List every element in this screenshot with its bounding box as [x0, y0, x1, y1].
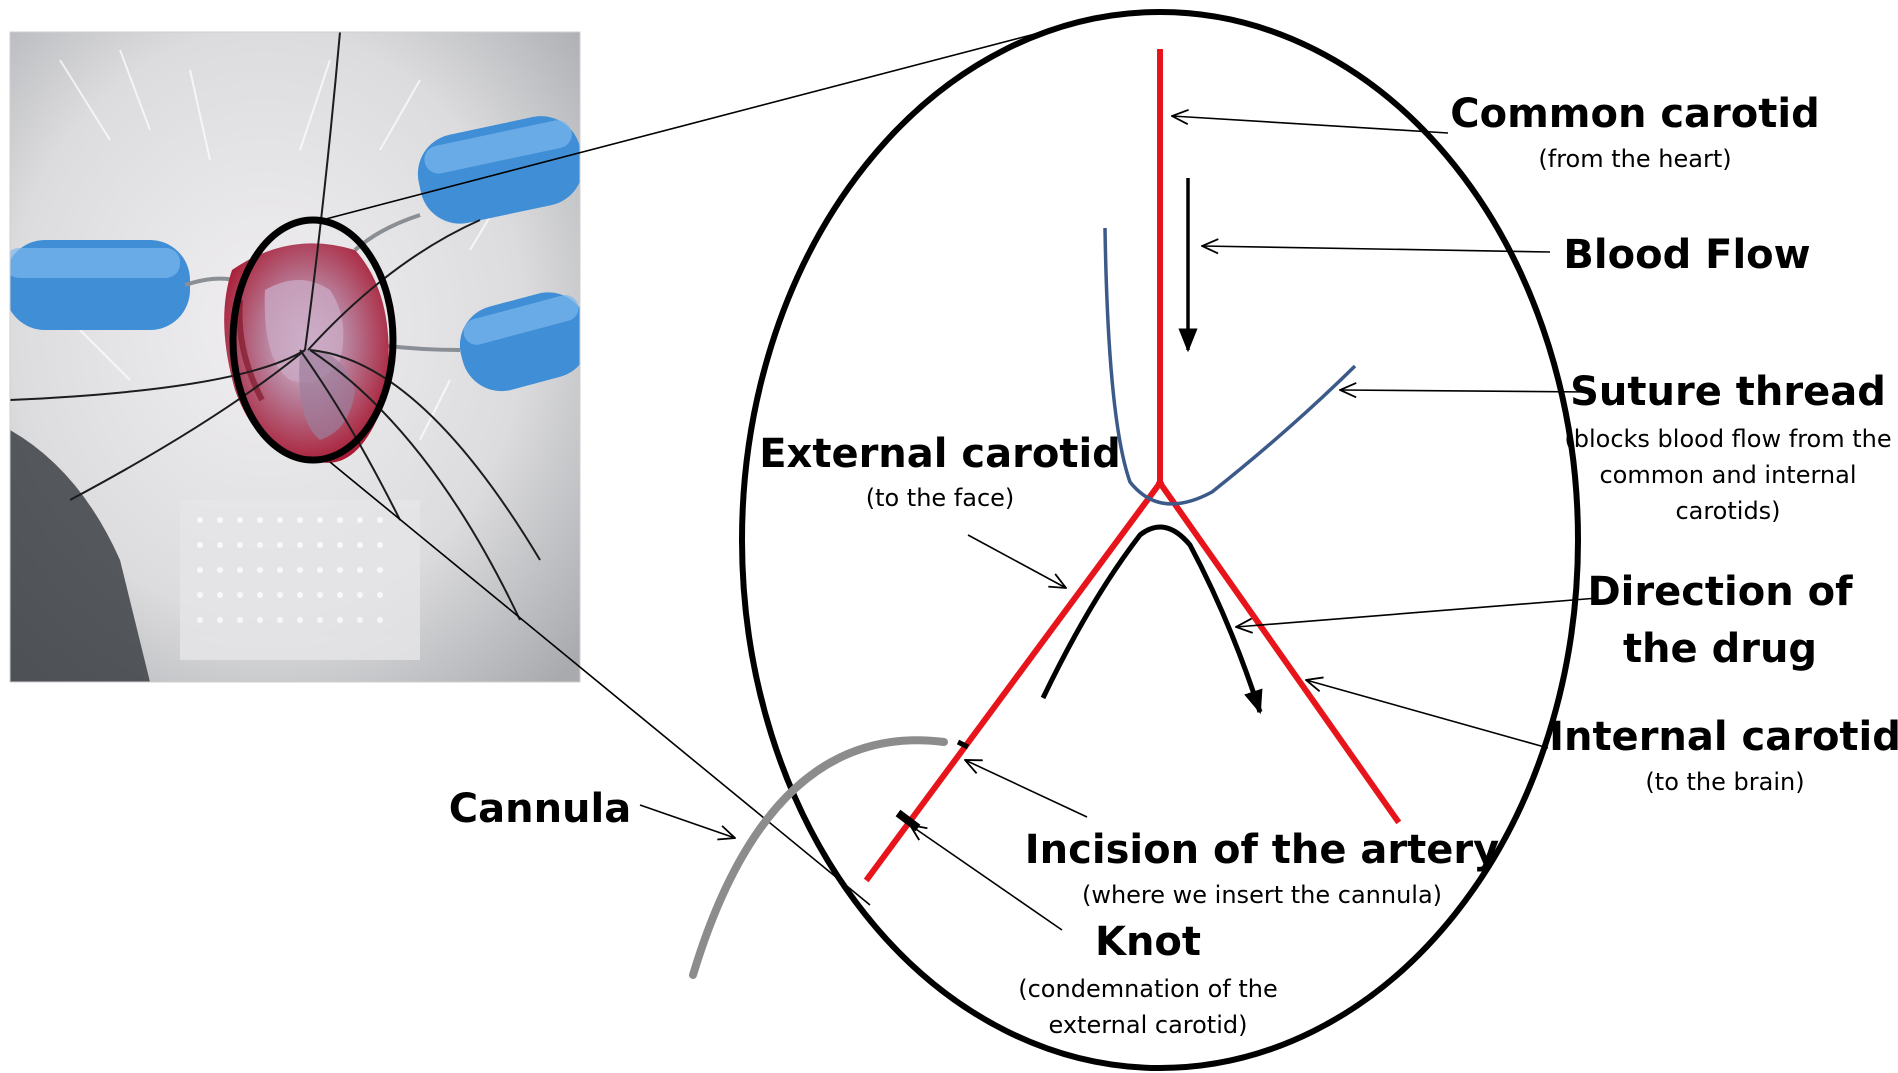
- label-direction-drug-line-1: Direction of: [1587, 569, 1853, 615]
- label-suture-thread-sub-3: carotids): [1675, 497, 1780, 525]
- carotid-arteries: [863, 49, 1402, 883]
- zoom-connector-top: [321, 27, 1059, 221]
- label-incision: Incision of the artery (where we insert …: [1025, 827, 1499, 909]
- incision-site: [224, 243, 389, 463]
- photo-zoom-circle: [229, 216, 397, 464]
- label-internal-carotid-sub: (to the brain): [1645, 768, 1804, 796]
- incision-mark: [956, 739, 970, 750]
- pointer-blood-flow: [1202, 246, 1551, 252]
- photo-frame: [9, 31, 581, 683]
- drug-direction-arrow: [1040, 524, 1263, 715]
- pointer-common-carotid: [1172, 116, 1449, 134]
- pointer-external-carotid: [967, 534, 1066, 588]
- label-knot-sub-2: external carotid): [1049, 1011, 1248, 1039]
- pointer-internal-carotid: [1306, 680, 1549, 749]
- surgery-photo: [10, 32, 580, 682]
- label-incision-title: Incision of the artery: [1025, 827, 1499, 873]
- label-internal-carotid: Internal carotid (to the brain): [1549, 714, 1898, 796]
- fur-texture: [59, 49, 501, 441]
- label-suture-thread-title: Suture thread: [1570, 369, 1886, 415]
- label-knot-sub-1: (condemnation of the: [1018, 975, 1278, 1003]
- pointer-knot: [910, 825, 1063, 931]
- label-external-carotid-title: External carotid: [759, 431, 1121, 477]
- gauze-pad: [180, 500, 420, 660]
- pointer-direction-drug: [1236, 597, 1599, 627]
- label-common-carotid-sub: (from the heart): [1538, 145, 1731, 173]
- diagram-zoom-ellipse: [739, 9, 1581, 1071]
- retractor-bottom-right: [379, 292, 580, 392]
- label-external-carotid-sub: (to the face): [866, 484, 1015, 512]
- label-common-carotid: Common carotid (from the heart): [1450, 91, 1819, 173]
- label-blood-flow-title: Blood Flow: [1563, 232, 1810, 278]
- pointer-cannula: [639, 804, 735, 838]
- label-knot: Knot (condemnation of the external carot…: [1018, 919, 1278, 1039]
- label-external-carotid: External carotid (to the face): [759, 431, 1121, 512]
- label-common-carotid-title: Common carotid: [1450, 91, 1819, 137]
- label-direction-drug: Direction of the drug: [1587, 569, 1853, 672]
- label-internal-carotid-title: Internal carotid: [1549, 714, 1898, 760]
- photo-shadow-area: [10, 430, 150, 682]
- external-carotid-vessel: [863, 478, 1165, 883]
- label-cannula-title: Cannula: [449, 786, 631, 832]
- label-blood-flow: Blood Flow: [1563, 232, 1810, 278]
- cannula-tube: [689, 736, 948, 979]
- label-suture-thread-sub-1: (blocks blood flow from the: [1564, 425, 1891, 453]
- internal-carotid-vessel: [1155, 478, 1402, 825]
- label-suture-thread: Suture thread (blocks blood flow from th…: [1564, 369, 1891, 525]
- zoom-connector-bottom: [329, 461, 871, 906]
- label-suture-thread-sub-2: common and internal: [1599, 461, 1856, 489]
- label-cannula: Cannula: [449, 786, 631, 832]
- pointer-suture-thread: [1340, 390, 1591, 392]
- photo-suture-threads: [10, 32, 541, 621]
- label-direction-drug-line-2: the drug: [1623, 626, 1817, 672]
- label-knot-title: Knot: [1095, 919, 1201, 965]
- label-incision-sub: (where we insert the cannula): [1082, 881, 1442, 909]
- pointer-incision: [965, 760, 1088, 818]
- suture-thread-line: [1103, 227, 1357, 506]
